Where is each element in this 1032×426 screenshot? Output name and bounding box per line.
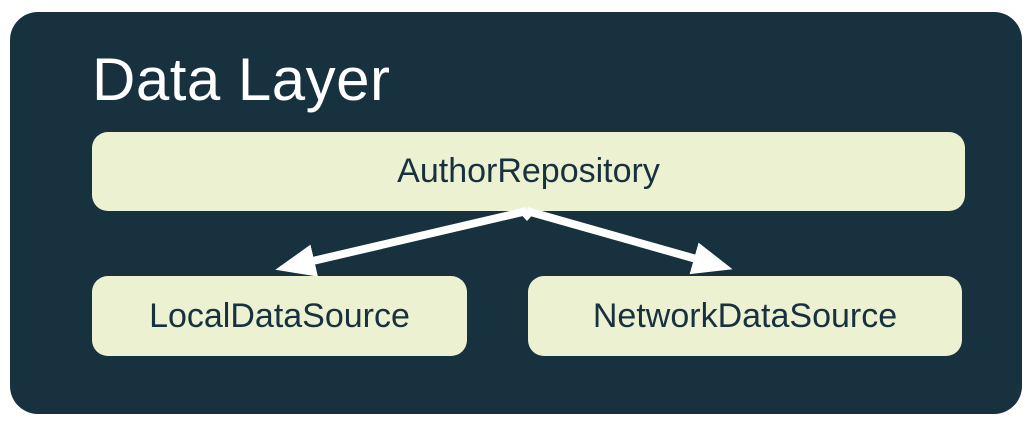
node-author-repository: AuthorRepository — [92, 132, 965, 211]
node-network-data-source: NetworkDataSource — [528, 276, 962, 356]
data-layer-panel: Data Layer AuthorRepository LocalDataSou… — [10, 12, 1022, 414]
panel-title: Data Layer — [92, 46, 391, 113]
node-local-data-source: LocalDataSource — [92, 276, 467, 356]
arrow-repo-to-local — [275, 207, 528, 277]
node-author-repository-label: AuthorRepository — [397, 152, 660, 190]
arrow-origin-joint — [518, 211, 536, 221]
arrow-repo-to-network — [525, 207, 733, 275]
node-network-data-source-label: NetworkDataSource — [592, 296, 898, 335]
node-local-data-source-label: LocalDataSource — [149, 296, 410, 335]
